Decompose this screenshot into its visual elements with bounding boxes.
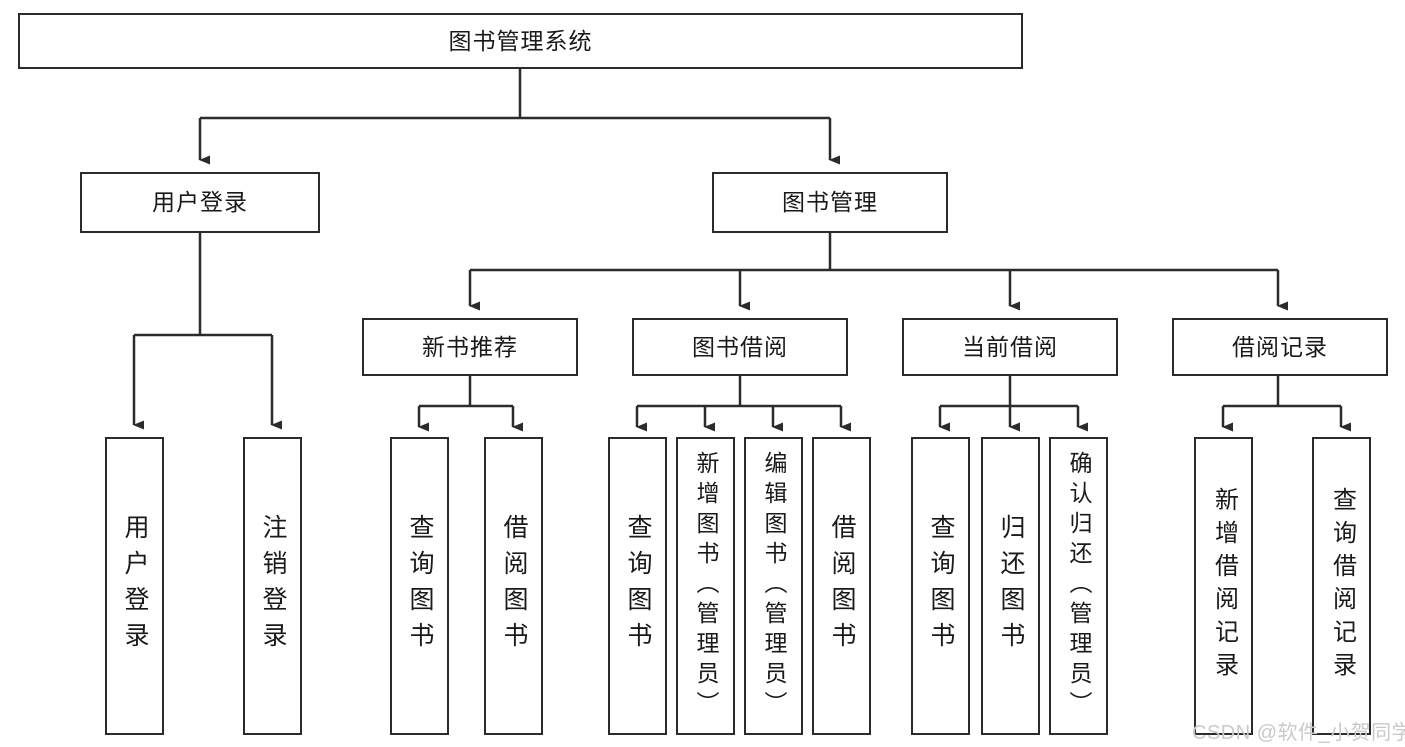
leaf-current-confirm-return-admin[interactable]: 确认归还（管理员） xyxy=(1049,437,1108,735)
node-label: 图书管理系统 xyxy=(448,27,593,54)
node-root-book-management-system[interactable]: 图书管理系统 xyxy=(18,13,1023,69)
node-label: 图书借阅 xyxy=(692,333,788,360)
node-label: 归还图书 xyxy=(997,514,1025,658)
node-label: 新增借阅记录 xyxy=(1210,487,1238,685)
node-label: 图书管理 xyxy=(782,189,878,216)
leaf-borrow-query-book[interactable]: 查询图书 xyxy=(608,437,667,735)
node-label: 确认归还（管理员） xyxy=(1066,451,1092,721)
leaf-recommend-query-book[interactable]: 查询图书 xyxy=(390,437,449,735)
leaf-borrow-add-book-admin[interactable]: 新增图书（管理员） xyxy=(676,437,735,735)
node-label: 新书推荐 xyxy=(422,333,518,360)
node-label: 查询图书 xyxy=(927,514,955,658)
leaf-current-query-book[interactable]: 查询图书 xyxy=(911,437,970,735)
leaf-current-return-book[interactable]: 归还图书 xyxy=(981,437,1040,735)
node-current-borrow[interactable]: 当前借阅 xyxy=(902,318,1118,376)
node-label: 借阅记录 xyxy=(1232,333,1328,360)
node-label: 借阅图书 xyxy=(828,514,856,658)
node-user-login[interactable]: 用户登录 xyxy=(80,172,320,233)
csdn-watermark: CSDN @软件_小贺同学 xyxy=(1192,722,1405,744)
node-label: 用户登录 xyxy=(121,514,149,658)
node-book-management[interactable]: 图书管理 xyxy=(712,172,948,233)
leaf-borrow-edit-book-admin[interactable]: 编辑图书（管理员） xyxy=(744,437,803,735)
node-new-book-recommend[interactable]: 新书推荐 xyxy=(362,318,578,376)
leaf-record-add-record[interactable]: 新增借阅记录 xyxy=(1194,437,1253,735)
node-label: 当前借阅 xyxy=(962,333,1058,360)
leaf-borrow-borrow-book[interactable]: 借阅图书 xyxy=(812,437,871,735)
node-label: 新增图书（管理员） xyxy=(693,451,719,721)
leaf-recommend-borrow-book[interactable]: 借阅图书 xyxy=(484,437,543,735)
node-label: 查询图书 xyxy=(406,514,434,658)
node-label: 查询图书 xyxy=(624,514,652,658)
node-borrow-record[interactable]: 借阅记录 xyxy=(1172,318,1388,376)
node-label: 用户登录 xyxy=(152,189,248,216)
node-label: 查询借阅记录 xyxy=(1328,487,1356,685)
leaf-user-login-login[interactable]: 用户登录 xyxy=(105,437,164,735)
leaf-record-query-record[interactable]: 查询借阅记录 xyxy=(1312,437,1371,735)
node-label: 编辑图书（管理员） xyxy=(761,451,787,721)
node-book-borrow[interactable]: 图书借阅 xyxy=(632,318,848,376)
leaf-user-login-logout[interactable]: 注销登录 xyxy=(243,437,302,735)
node-label: 借阅图书 xyxy=(500,514,528,658)
node-label: 注销登录 xyxy=(259,514,287,658)
